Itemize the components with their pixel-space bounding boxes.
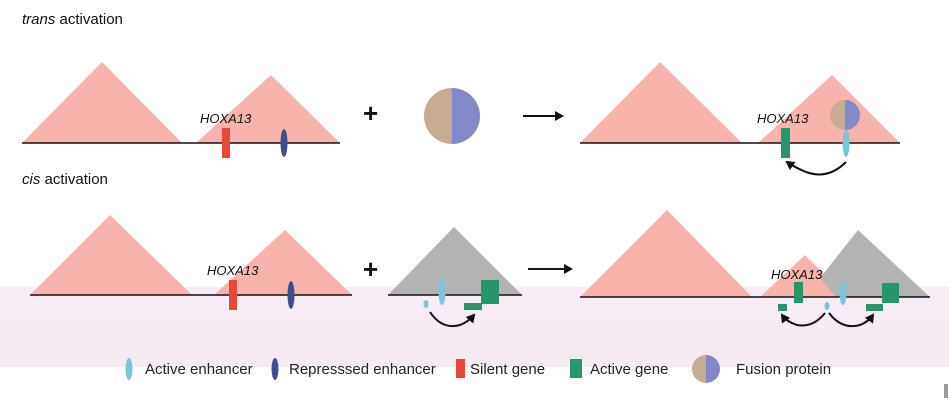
cis-after-panel: HOXA13 [580,210,930,328]
cis-before-panel: HOXA13 [30,215,352,310]
tad-triangle [580,210,752,297]
active-gene [781,128,790,158]
fusion-protein [424,88,480,144]
enhancer-gene-loop-arrow [429,311,476,328]
tad-triangle [758,75,900,143]
legend-fusion-protein-label: Fusion protein [736,361,831,378]
legend-active-enhancer-label: Active enhancer [145,361,253,378]
active-gene [882,283,899,303]
hoxa13-label: HOXA13 [200,111,252,126]
tad-triangle [580,62,742,143]
legend-silent-gene-swatch [456,359,465,378]
active-enhancer [842,129,850,157]
tad-triangle [196,75,340,143]
tad-triangle [214,230,352,295]
silent-gene [229,280,237,310]
repressed-enhancer [287,281,295,309]
active-enhancer [839,281,847,305]
active-gene [481,280,499,304]
legend-active-gene-label: Active gene [590,361,668,378]
enhancer-gene-loop-arrow [828,312,875,328]
legend-repressed-enhancer-label: Represssed enhancer [289,361,436,378]
tad-triangle [22,62,182,143]
tad-triangle [760,255,840,297]
fusion-protein-bound [830,100,860,130]
silent-gene [222,128,230,158]
hoxa13-label: HOXA13 [207,263,259,278]
active-gene [866,304,883,311]
trans-after-panel: HOXA13 [580,62,900,176]
plus-sign: + [363,98,378,128]
enhancer-gene-loop-arrow [785,160,847,176]
active-gene [794,282,803,303]
active-gene [778,304,787,311]
legend-silent-gene-label: Silent gene [470,361,545,378]
hoxa13-label: HOXA13 [757,111,809,126]
hoxa13-label: HOXA13 [771,267,823,282]
gray-tad-triangle [820,230,930,297]
repressed-enhancer [280,129,288,157]
tad-triangle [30,215,192,295]
translocated-tad-panel [388,227,522,328]
legend: Active enhancer Represssed enhancer Sile… [125,355,831,383]
active-gene [464,303,482,310]
trans-before-panel: HOXA13 [22,62,340,158]
legend-active-gene-swatch [570,359,582,378]
background-band-2 [0,321,949,367]
gray-tad-triangle [388,227,522,295]
legend-fusion-protein-swatch [692,355,720,383]
active-enhancer [423,300,429,308]
legend-repressed-enhancer-swatch [271,358,279,380]
legend-active-enhancer-swatch [125,358,133,380]
scroll-handle [944,384,948,398]
active-enhancer [438,279,446,305]
plus-sign: + [363,254,378,284]
active-enhancer [824,302,830,310]
enhancer-gene-loop-arrow [780,312,826,327]
cis-activation-heading: cis activation [22,171,108,188]
trans-activation-heading: trans activation [22,11,123,28]
